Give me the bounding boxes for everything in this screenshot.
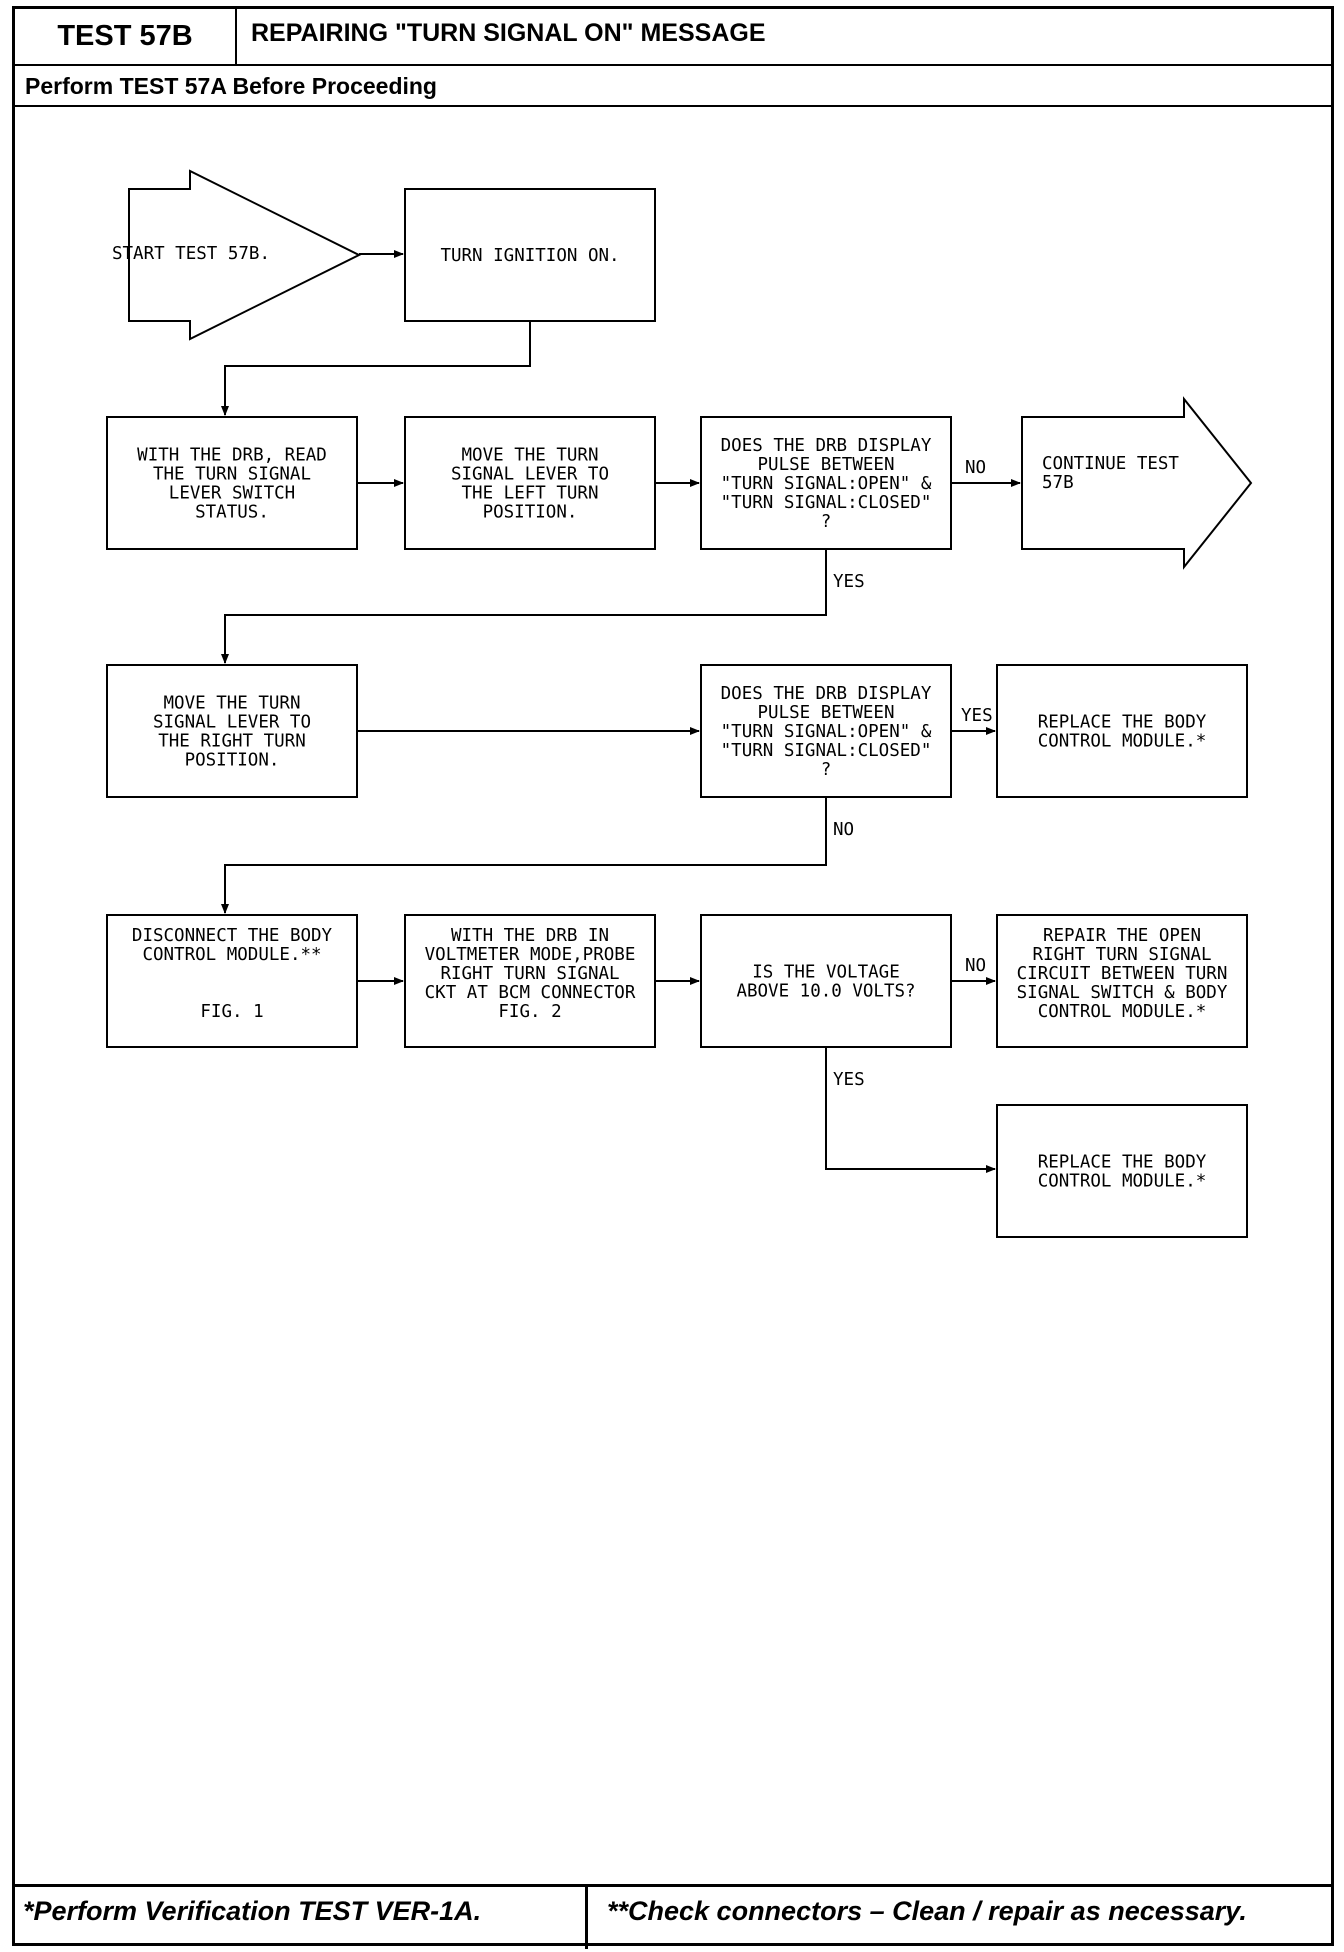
node-text-line: "TURN SIGNAL:CLOSED" <box>721 741 932 761</box>
node-text-line: START TEST 57B. <box>112 244 270 264</box>
flowchart-edges <box>221 250 1021 1173</box>
box-shape <box>404 416 656 550</box>
node-text-line: PULSE BETWEEN <box>758 455 895 475</box>
page-subtitle: Perform TEST 57A Before Proceeding <box>25 73 437 99</box>
edge-decision1-yes <box>221 549 827 664</box>
box-shape <box>700 914 952 1048</box>
footer-note-connectors: **Check connectors – Clean / repair as n… <box>607 1896 1247 1926</box>
edge-decision3-yes <box>825 1047 996 1173</box>
arrow-shape <box>1021 396 1253 570</box>
box-shape <box>996 664 1248 798</box>
node-text-line: SIGNAL LEVER TO <box>153 713 311 733</box>
node-text-line: "TURN SIGNAL:OPEN" & <box>721 722 932 742</box>
node-text-line: SIGNAL SWITCH & BODY <box>1017 983 1228 1003</box>
box-shape <box>404 188 656 322</box>
node-text-line: THE TURN SIGNAL <box>153 465 311 485</box>
node-text-line: MOVE THE TURN <box>462 446 599 466</box>
node-text-line: CONTROL MODULE.* <box>1038 1002 1207 1022</box>
node-text-line: CONTROL MODULE.* <box>1038 1172 1207 1192</box>
node-text-line: TURN IGNITION ON. <box>440 246 619 266</box>
node-start: START TEST 57B. <box>112 169 362 341</box>
node-text-line: CKT AT BCM CONNECTOR <box>425 983 636 1003</box>
flowchart-nodes: START TEST 57B. TURN IGNITION ON. WITH THE… <box>106 169 1253 1238</box>
node-text-line: 57B <box>1042 473 1074 493</box>
box-shape <box>700 416 952 550</box>
node-text-line: DOES THE DRB DISPLAY <box>721 436 932 456</box>
node-text-line: SIGNAL LEVER TO <box>451 465 609 485</box>
node-text-line: ABOVE 10.0 VOLTS? <box>736 982 915 1002</box>
node-text-line: FIG. 2 <box>498 1002 561 1022</box>
node-text-line: WITH THE DRB IN <box>451 926 609 946</box>
box-shape <box>106 416 358 550</box>
node-text-line: PULSE BETWEEN <box>758 703 895 723</box>
node-text-line: ? <box>821 760 832 780</box>
edge-label-d1-yes: YES <box>833 572 865 592</box>
node-text-line: CONTROL MODULE.* <box>1038 732 1207 752</box>
footer-separator <box>585 1885 588 1949</box>
node-text-line: LEVER SWITCH <box>169 484 295 504</box>
node-text-line: POSITION. <box>483 503 578 523</box>
test-page: TEST 57B REPAIRING "TURN SIGNAL ON" MESS… <box>12 6 1334 1949</box>
node-text-line: THE LEFT TURN <box>462 484 599 504</box>
node-text-line: CONTINUE TEST <box>1042 454 1179 474</box>
node-text-line: RIGHT TURN SIGNAL <box>1032 945 1211 965</box>
arrow-shape <box>128 169 362 341</box>
footer-note-verification: *Perform Verification TEST VER-1A. <box>23 1896 482 1926</box>
subtitle-divider <box>15 105 1331 107</box>
node-text-line: STATUS. <box>195 503 269 523</box>
node-text-line: RIGHT TURN SIGNAL <box>440 964 619 984</box>
edge-label-d1-no: NO <box>965 458 986 478</box>
node-text-line: WITH THE DRB, READ <box>137 446 327 466</box>
node-text-line: REPAIR THE OPEN <box>1043 926 1201 946</box>
node-text-line: FIG. 1 <box>200 1002 263 1022</box>
node-ignition: TURN IGNITION ON. <box>404 188 656 322</box>
box-shape <box>106 914 358 1048</box>
node-text-line: "TURN SIGNAL:CLOSED" <box>721 493 932 513</box>
test-label: TEST 57B <box>15 9 237 64</box>
box-shape <box>404 914 656 1048</box>
flowchart: START TEST 57B. TURN IGNITION ON. WITH THE… <box>106 169 1253 1238</box>
footer-divider <box>15 1884 1331 1887</box>
box-shape <box>996 914 1248 1048</box>
node-text-line: IS THE VOLTAGE <box>752 963 900 983</box>
edge-ignition-to-read <box>221 321 531 416</box>
node-text-line: DISCONNECT THE BODY <box>132 926 333 946</box>
node-text-line: VOLTMETER MODE,PROBE <box>425 945 636 965</box>
box-shape <box>106 664 358 798</box>
page-title: REPAIRING "TURN SIGNAL ON" MESSAGE <box>251 19 766 47</box>
node-text-line: POSITION. <box>185 751 280 771</box>
node-text-line: CIRCUIT BETWEEN TURN <box>1017 964 1228 984</box>
edge-label-d3-no: NO <box>965 956 986 976</box>
edge-label-d3-yes: YES <box>833 1070 865 1090</box>
node-text-line: THE RIGHT TURN <box>158 732 306 752</box>
node-text-line: MOVE THE TURN <box>164 694 301 714</box>
header-divider <box>15 64 1331 66</box>
flowchart-edge-labels: NO YES YES NO NO YES <box>833 458 993 1090</box>
node-text-line: ? <box>821 512 832 532</box>
node-text-line: "TURN SIGNAL:OPEN" & <box>721 474 932 494</box>
edge-label-d2-no: NO <box>833 820 854 840</box>
edge-decision2-no <box>221 797 827 914</box>
box-shape <box>996 1104 1248 1238</box>
node-text-line: CONTROL MODULE.** <box>142 945 321 965</box>
node-text-line: REPLACE THE BODY <box>1038 1153 1207 1173</box>
edge-label-d2-yes: YES <box>961 706 993 726</box>
node-text-line: DOES THE DRB DISPLAY <box>721 684 932 704</box>
box-shape <box>700 664 952 798</box>
node-text-line: REPLACE THE BODY <box>1038 713 1207 733</box>
